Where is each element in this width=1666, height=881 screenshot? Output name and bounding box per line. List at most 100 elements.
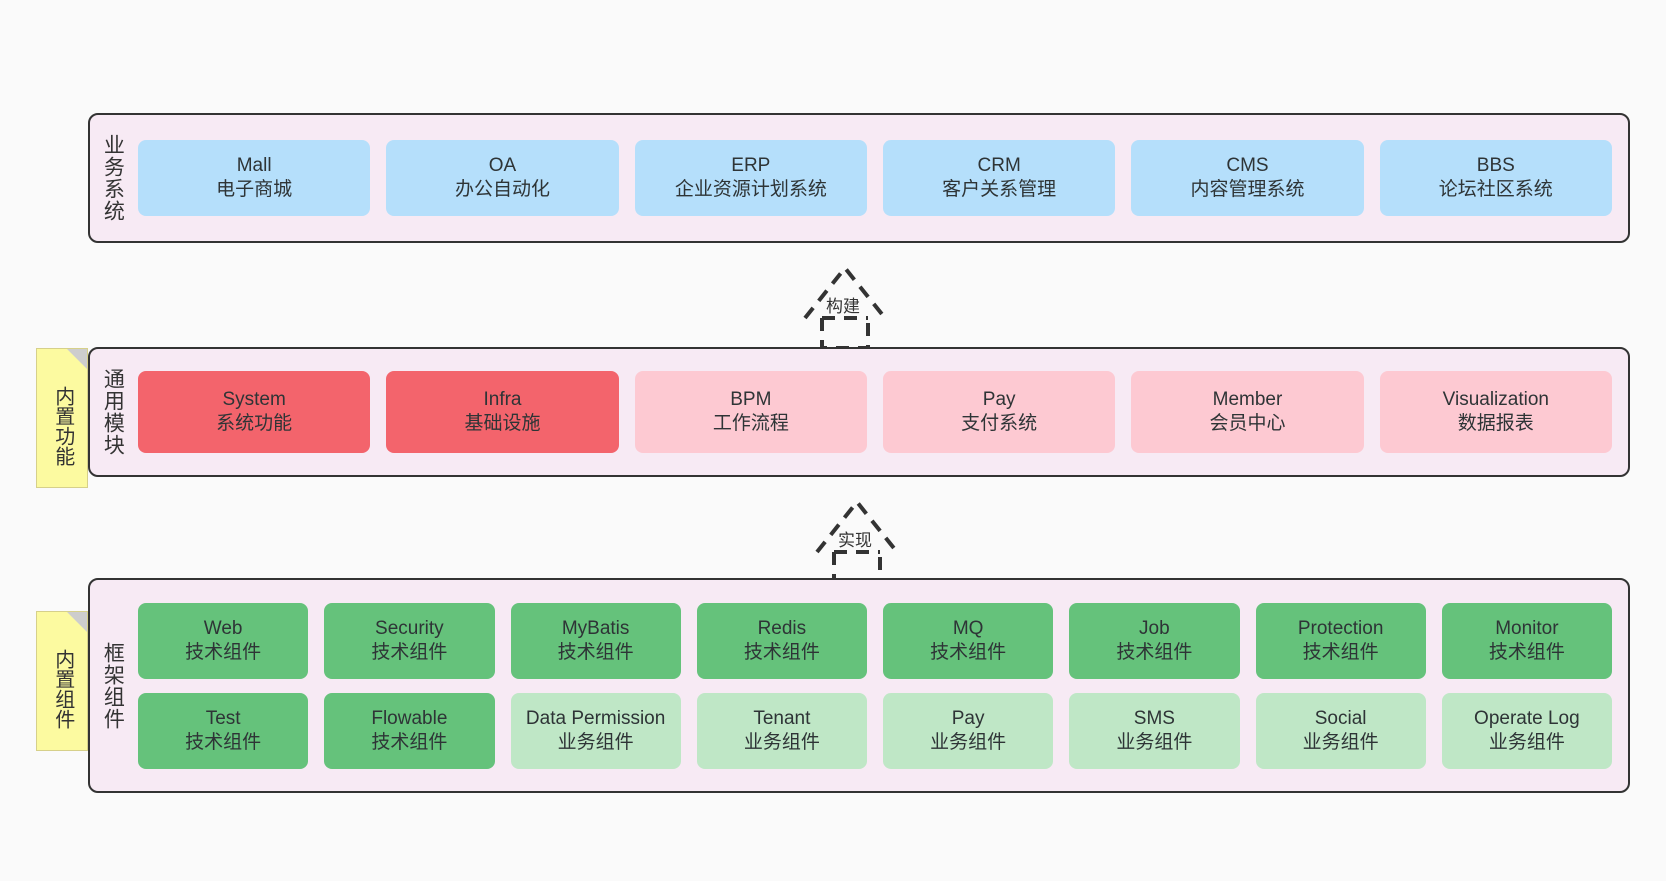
component-box-pay[interactable]: Pay 业务组件: [883, 692, 1054, 769]
component-subtitle: 技术组件: [557, 641, 634, 663]
component-title: Operate Log: [1474, 707, 1580, 729]
module-title: Mall: [236, 155, 272, 177]
component-subtitle: 技术组件: [930, 641, 1007, 663]
module-box-bbs[interactable]: BBS 论坛社区系统: [1379, 140, 1612, 216]
component-title: Tenant: [753, 707, 811, 729]
component-title: Test: [205, 707, 241, 729]
component-title: Monitor: [1495, 617, 1559, 639]
module-subtitle: 会员中心: [1209, 413, 1286, 434]
module-subtitle: 工作流程: [712, 413, 789, 434]
layer-business: 业务系统 Mall 电子商城 OA 办公自动化 ERP 企业资源计划系统 CRM…: [88, 113, 1630, 243]
module-box-oa[interactable]: OA 办公自动化: [386, 140, 619, 216]
component-box-tenant[interactable]: Tenant 业务组件: [696, 692, 867, 769]
module-title: Pay: [982, 389, 1016, 411]
component-subtitle: 业务组件: [1488, 731, 1565, 753]
layer-label-business: 业务系统: [101, 134, 125, 222]
component-subtitle: 技术组件: [1116, 641, 1193, 663]
component-title: Data Permission: [525, 707, 666, 729]
module-subtitle: 客户关系管理: [942, 179, 1057, 200]
component-box-web[interactable]: Web 技术组件: [138, 602, 309, 679]
component-title: Redis: [757, 617, 807, 639]
component-subtitle: 技术组件: [185, 641, 262, 663]
component-title: MQ: [952, 617, 984, 639]
module-box-crm[interactable]: CRM 客户关系管理: [882, 140, 1116, 216]
module-title: OA: [488, 155, 517, 177]
module-subtitle: 电子商城: [216, 179, 293, 200]
component-box-social[interactable]: Social 业务组件: [1255, 692, 1426, 769]
layer-row: Test 技术组件 Flowable 技术组件 Data Permission …: [138, 692, 1612, 769]
module-box-visualization[interactable]: Visualization 数据报表: [1379, 371, 1612, 453]
component-title: Protection: [1297, 617, 1384, 639]
arrow-build-label: 构建: [826, 297, 860, 316]
component-subtitle: 业务组件: [743, 731, 820, 753]
module-box-cms[interactable]: CMS 内容管理系统: [1131, 140, 1364, 216]
component-subtitle: 业务组件: [1116, 731, 1193, 753]
component-subtitle: 业务组件: [930, 731, 1007, 753]
component-box-test[interactable]: Test 技术组件: [138, 692, 309, 769]
component-subtitle: 技术组件: [185, 731, 262, 753]
component-box-job[interactable]: Job 技术组件: [1069, 602, 1240, 679]
module-title: Infra: [483, 389, 522, 411]
module-box-pay[interactable]: Pay 支付系统: [882, 371, 1116, 453]
note-builtin-components: 内置组件: [36, 611, 88, 751]
note-text: 内置功能: [51, 386, 74, 466]
component-subtitle: 技术组件: [1488, 641, 1565, 663]
note-text: 内置组件: [51, 649, 74, 729]
layer-row: Web 技术组件 Security 技术组件 MyBatis 技术组件 Redi…: [138, 602, 1612, 679]
component-box-sms[interactable]: SMS 业务组件: [1069, 692, 1240, 769]
component-box-data-permission[interactable]: Data Permission 业务组件: [510, 692, 681, 769]
component-title: Pay: [951, 707, 985, 729]
module-title: CRM: [977, 155, 1021, 177]
component-subtitle: 技术组件: [371, 641, 448, 663]
module-box-infra[interactable]: Infra 基础设施: [386, 371, 619, 453]
component-subtitle: 技术组件: [743, 641, 820, 663]
layer-body-business: Mall 电子商城 OA 办公自动化 ERP 企业资源计划系统 CRM 客户关系…: [134, 115, 1628, 241]
component-title: Flowable: [371, 707, 448, 729]
component-title: Job: [1139, 617, 1170, 639]
component-box-protection[interactable]: Protection 技术组件: [1255, 602, 1426, 679]
component-title: MyBatis: [561, 617, 630, 639]
component-box-security[interactable]: Security 技术组件: [324, 602, 495, 679]
module-title: BPM: [730, 389, 772, 411]
module-box-bpm[interactable]: BPM 工作流程: [634, 371, 867, 453]
module-title: System: [222, 389, 286, 411]
module-subtitle: 系统功能: [216, 413, 293, 434]
layer-row: System 系统功能 Infra 基础设施 BPM 工作流程 Pay 支付系统…: [138, 371, 1612, 453]
arrow-implement-label: 实现: [838, 531, 872, 550]
component-subtitle: 技术组件: [1302, 641, 1379, 663]
module-title: Visualization: [1442, 389, 1549, 411]
module-box-member[interactable]: Member 会员中心: [1131, 371, 1364, 453]
module-subtitle: 基础设施: [464, 413, 541, 434]
module-box-erp[interactable]: ERP 企业资源计划系统: [634, 140, 867, 216]
module-title: ERP: [731, 155, 771, 177]
arrow-implement: 实现: [802, 492, 912, 584]
module-box-mall[interactable]: Mall 电子商城: [138, 140, 371, 216]
component-subtitle: 业务组件: [557, 731, 634, 753]
module-subtitle: 论坛社区系统: [1438, 179, 1553, 200]
module-title: CMS: [1226, 155, 1269, 177]
component-title: Social: [1314, 707, 1367, 729]
component-title: Security: [375, 617, 444, 639]
layer-modules: 通用模块 System 系统功能 Infra 基础设施 BPM 工作流程 Pay…: [88, 347, 1630, 477]
module-subtitle: 支付系统: [961, 413, 1038, 434]
module-subtitle: 数据报表: [1457, 413, 1534, 434]
layer-label-modules: 通用模块: [101, 368, 125, 456]
module-title: BBS: [1476, 155, 1515, 177]
module-title: Member: [1212, 389, 1283, 411]
module-subtitle: 办公自动化: [454, 179, 550, 200]
layer-body-framework: Web 技术组件 Security 技术组件 MyBatis 技术组件 Redi…: [134, 580, 1628, 791]
module-box-system[interactable]: System 系统功能: [138, 371, 371, 453]
component-box-mq[interactable]: MQ 技术组件: [883, 602, 1054, 679]
component-box-mybatis[interactable]: MyBatis 技术组件: [510, 602, 681, 679]
module-subtitle: 内容管理系统: [1190, 179, 1305, 200]
layer-framework: 框架组件 Web 技术组件 Security 技术组件 MyBatis 技术组件…: [88, 578, 1630, 793]
component-title: SMS: [1133, 707, 1175, 729]
component-subtitle: 技术组件: [371, 731, 448, 753]
component-box-redis[interactable]: Redis 技术组件: [696, 602, 867, 679]
component-box-operate-log[interactable]: Operate Log 业务组件: [1441, 692, 1612, 769]
component-box-monitor[interactable]: Monitor 技术组件: [1441, 602, 1612, 679]
component-subtitle: 业务组件: [1302, 731, 1379, 753]
component-box-flowable[interactable]: Flowable 技术组件: [324, 692, 495, 769]
layer-label-framework: 框架组件: [101, 641, 125, 730]
